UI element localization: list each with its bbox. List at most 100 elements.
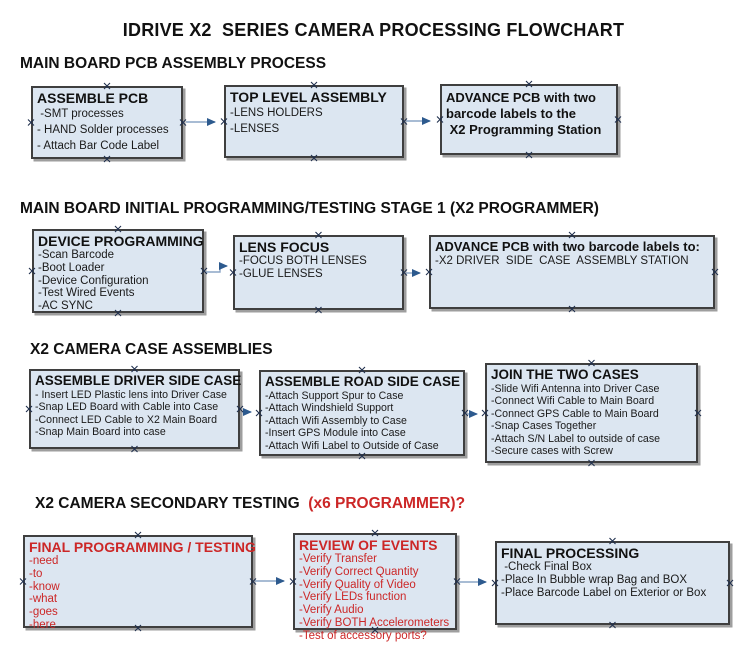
box-title-line: TOP LEVEL ASSEMBLY bbox=[230, 89, 387, 105]
flow-box-assemble-driver-side-case: ASSEMBLE DRIVER SIDE CASE - Insert LED P… bbox=[29, 369, 242, 449]
box-title-line: FINAL PROGRAMMING / TESTING bbox=[29, 539, 256, 555]
box-items: -Check Final Box-Place In Bubble wrap Ba… bbox=[501, 561, 724, 599]
box-items: -LENS HOLDERS -LENSES bbox=[230, 105, 398, 137]
box-item-text: - Attach Bar Code Label bbox=[37, 140, 160, 152]
box-item-text: -Verify Correct Quantity bbox=[299, 565, 419, 578]
box-item-text: -Verify Audio bbox=[299, 604, 364, 617]
box-item-text: -FOCUS BOTH LENSES bbox=[239, 255, 367, 267]
box-item-text: -to bbox=[29, 567, 43, 580]
box-item-text: -Secure cases with Screw bbox=[491, 445, 613, 458]
box-title: JOIN THE TWO CASES bbox=[491, 367, 692, 383]
box-item-text: -SMT processes bbox=[37, 108, 124, 120]
box-title-line: ASSEMBLE ROAD SIDE CASE bbox=[265, 374, 461, 389]
box-item-text: -Attach Windshield Support bbox=[265, 402, 394, 415]
section-heading-secondary-testing: X2 CAMERA SECONDARY TESTING (x6 PROGRAMM… bbox=[35, 495, 465, 513]
box-item-text: -Place Barcode Label on Exterior or Box bbox=[501, 586, 707, 599]
flow-box-lens-focus: LENS FOCUS -FOCUS BOTH LENSES-GLUE LENSE… bbox=[233, 235, 404, 310]
box-item-text: -Check Final Box bbox=[501, 561, 592, 573]
box-item-text: -Place In Bubble wrap Bag and BOX bbox=[501, 573, 688, 586]
flow-box-assemble-pcb: ASSEMBLE PCB -SMT processes - HAND Solder… bbox=[31, 86, 183, 159]
box-title: FINAL PROCESSING bbox=[501, 545, 724, 561]
box-item-text: -know bbox=[29, 580, 60, 593]
box-item-text: -Scan Barcode bbox=[38, 249, 115, 261]
heading-red-text: (x6 PROGRAMMER)? bbox=[304, 495, 466, 512]
box-title-line: ASSEMBLE DRIVER SIDE CASE bbox=[35, 373, 242, 388]
box-item-text: -LENSES bbox=[230, 123, 280, 135]
box-item-text: -Verify Transfer bbox=[299, 553, 377, 565]
flow-box-top-level-assembly: TOP LEVEL ASSEMBLY -LENS HOLDERS -LENSES bbox=[224, 85, 404, 158]
box-item-text: -goes bbox=[29, 606, 58, 619]
box-item-text: -LENS HOLDERS bbox=[230, 107, 323, 119]
box-item-text: -Connect LED Cable to X2 Main Board bbox=[35, 413, 217, 426]
box-item-text: -Device Configuration bbox=[38, 274, 149, 287]
box-items: -need-to-know-what-goes-here bbox=[29, 555, 247, 632]
flow-box-advance-to-driver-side-station: ADVANCE PCB with two barcode labels to: … bbox=[429, 235, 715, 309]
box-title-line: ASSEMBLE PCB bbox=[37, 90, 149, 106]
box-item-text: -Test Wired Events bbox=[38, 287, 135, 300]
box-item-text: -Connect GPS Cable to Main Board bbox=[491, 407, 659, 420]
section-heading-initial-programming: MAIN BOARD INITIAL PROGRAMMING/TESTING S… bbox=[20, 200, 599, 217]
box-items: -FOCUS BOTH LENSES-GLUE LENSES bbox=[239, 255, 398, 281]
box-title-line: X2 Programming Station bbox=[446, 122, 602, 137]
box-item-text: -Slide Wifi Antenna into Driver Case bbox=[491, 383, 660, 395]
box-item-text: -here bbox=[29, 618, 56, 631]
box-title-line: LENS FOCUS bbox=[239, 239, 330, 255]
box-item-text: -AC SYNC bbox=[38, 300, 93, 313]
box-item-text: -Attach S/N Label to outside of case bbox=[491, 432, 661, 445]
box-title: ASSEMBLE PCB bbox=[37, 90, 177, 106]
box-items: -Attach Support Spur to Case-Attach Wind… bbox=[265, 390, 459, 452]
box-item-text: -Attach Wifi Label to Outside of Case bbox=[265, 439, 439, 452]
box-item-text: -Verify Quality of Video bbox=[299, 578, 416, 591]
box-items: - Insert LED Plastic lens into Driver Ca… bbox=[35, 389, 234, 439]
box-item-text: -Verify BOTH Accelerometers bbox=[299, 616, 450, 629]
box-item-text: -Test of accessory ports? bbox=[299, 629, 427, 642]
box-item-text: -GLUE LENSES bbox=[239, 267, 323, 280]
box-item-text: -Insert GPS Module into Case bbox=[265, 427, 406, 440]
box-items: -Slide Wifi Antenna into Driver Case-Con… bbox=[491, 383, 692, 457]
box-item-text: -X2 DRIVER SIDE CASE ASSEMBLY STATION bbox=[435, 255, 689, 267]
box-title: DEVICE PROGRAMMING bbox=[38, 233, 204, 249]
box-title-line: ADVANCE PCB with two barcode labels to: bbox=[435, 239, 700, 254]
page-title: IDRIVE X2 SERIES CAMERA PROCESSING FLOWC… bbox=[122, 20, 625, 40]
box-item-text: -Snap Cases Together bbox=[491, 420, 597, 433]
box-title: TOP LEVEL ASSEMBLY bbox=[230, 89, 398, 105]
box-items: -SMT processes - HAND Solder processes - A… bbox=[37, 106, 177, 154]
flow-box-review-of-events: REVIEW OF EVENTS -Verify Transfer-Verify… bbox=[293, 533, 457, 642]
flow-box-final-programming-testing: FINAL PROGRAMMING / TESTING -need-to-kno… bbox=[23, 535, 256, 631]
section-heading-pcb-assembly: MAIN BOARD PCB ASSEMBLY PROCESS bbox=[20, 55, 327, 72]
box-title-line: FINAL PROCESSING bbox=[501, 545, 640, 561]
box-items: -Scan Barcode-Boot Loader-Device Configu… bbox=[38, 249, 198, 313]
box-title-line: JOIN THE TWO CASES bbox=[491, 367, 639, 382]
box-item-text: - HAND Solder processes bbox=[37, 124, 169, 136]
box-title-line: REVIEW OF EVENTS bbox=[299, 537, 438, 553]
flow-box-device-programming: DEVICE PROGRAMMING -Scan Barcode-Boot Lo… bbox=[32, 229, 204, 313]
section-heading-case-assemblies: X2 CAMERA CASE ASSEMBLIES bbox=[30, 341, 273, 358]
heading-black-text: X2 CAMERA SECONDARY TESTING bbox=[35, 495, 304, 512]
box-item-text: -Verify LEDs function bbox=[299, 591, 407, 604]
box-title: LENS FOCUS bbox=[239, 239, 398, 255]
box-items: -Verify Transfer-Verify Correct Quantity… bbox=[299, 553, 451, 643]
box-title-line: DEVICE PROGRAMMING bbox=[38, 233, 204, 249]
box-item-text: -Attach Support Spur to Case bbox=[265, 390, 404, 402]
box-item-text: -what bbox=[29, 593, 58, 606]
box-item-text: -Attach Wifi Assembly to Case bbox=[265, 414, 407, 427]
flow-box-assemble-road-side-case: ASSEMBLE ROAD SIDE CASE -Attach Support … bbox=[259, 370, 465, 456]
box-item-text: -Snap Main Board into case bbox=[35, 426, 166, 439]
box-title-line: ADVANCE PCB with two bbox=[446, 90, 596, 105]
box-item-text: -Connect Wifi Cable to Main Board bbox=[491, 395, 655, 408]
box-title: ADVANCE PCB with two barcode labels to: bbox=[435, 239, 709, 255]
box-item-text: -Boot Loader bbox=[38, 261, 105, 274]
box-item-text: -need bbox=[29, 555, 59, 567]
flow-box-join-the-two-cases: JOIN THE TWO CASES -Slide Wifi Antenna i… bbox=[485, 363, 698, 463]
box-item-text: - Insert LED Plastic lens into Driver Ca… bbox=[35, 389, 227, 401]
flow-arrow bbox=[206, 262, 228, 273]
box-title: ASSEMBLE DRIVER SIDE CASE bbox=[35, 373, 242, 389]
box-items: -X2 DRIVER SIDE CASE ASSEMBLY STATION bbox=[435, 255, 709, 268]
flow-box-final-processing: FINAL PROCESSING -Check Final Box-Place … bbox=[495, 541, 730, 625]
box-item-text: -Snap LED Board with Cable into Case bbox=[35, 401, 219, 414]
box-title: FINAL PROGRAMMING / TESTING bbox=[29, 539, 256, 555]
box-title: REVIEW OF EVENTS bbox=[299, 537, 451, 553]
